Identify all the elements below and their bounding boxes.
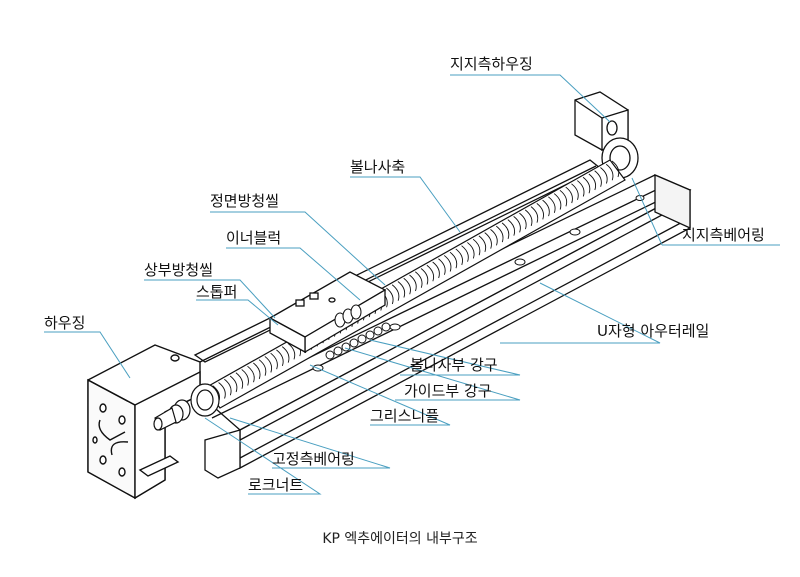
screw-thread xyxy=(553,193,562,210)
screw-thread xyxy=(588,173,597,191)
screw-thread xyxy=(224,378,232,396)
lock-nut-shape xyxy=(153,383,220,431)
label-lock-nut: 로크너트 xyxy=(248,476,304,494)
screw-thread xyxy=(605,163,614,181)
screw-thread xyxy=(241,369,249,386)
label-top-seal: 상부방청씰 xyxy=(144,261,214,279)
screw-thread xyxy=(548,196,556,213)
screw-thread xyxy=(611,160,620,178)
screw-thread xyxy=(513,216,521,233)
screw-thread xyxy=(229,375,238,393)
screw-thread xyxy=(270,352,278,370)
screw-thread xyxy=(484,232,492,249)
screw-thread xyxy=(449,251,458,269)
screw-thread xyxy=(582,176,591,194)
label-support-housing: 지지측하우징 xyxy=(450,55,533,73)
label-stopper: 스톱퍼 xyxy=(196,283,238,301)
screw-thread xyxy=(386,287,394,305)
screw-thread xyxy=(536,202,544,220)
label-guide-steel: 가이드부 강구 xyxy=(404,382,492,400)
screw-thread xyxy=(577,180,585,197)
screw-thread xyxy=(415,271,423,288)
screw-thread xyxy=(507,219,516,236)
screw-thread xyxy=(391,284,400,301)
housing-shape xyxy=(87,344,201,500)
screw-thread xyxy=(455,248,463,266)
screw-thread xyxy=(403,277,411,295)
label-ball-screw-steel: 볼나사부 강구 xyxy=(410,356,498,374)
leader-lines xyxy=(44,74,780,495)
screw-thread xyxy=(264,356,273,373)
label-u-outer-rail: U자형 아우터레일 xyxy=(597,322,710,340)
screw-thread xyxy=(432,261,440,279)
screw-thread xyxy=(542,199,550,217)
label-housing: 하우징 xyxy=(44,314,86,332)
label-inner-block: 이너블럭 xyxy=(226,229,282,247)
screw-thread xyxy=(490,229,498,246)
screw-thread xyxy=(478,235,487,253)
screw-thread xyxy=(276,349,284,367)
screw-thread xyxy=(519,212,527,230)
screw-thread xyxy=(600,167,608,184)
screw-thread xyxy=(501,222,510,240)
screw-thread xyxy=(443,255,452,272)
screw-thread xyxy=(281,346,290,363)
screw-thread xyxy=(253,362,261,380)
screw-thread xyxy=(420,268,429,285)
screw-thread xyxy=(461,245,469,262)
screw-thread xyxy=(409,274,417,292)
screw-thread xyxy=(472,238,481,256)
label-support-bearing: 지지측베어링 xyxy=(682,226,765,244)
screw-thread xyxy=(218,382,226,399)
screw-thread xyxy=(247,365,255,383)
screw-thread xyxy=(258,359,267,376)
screw-thread xyxy=(559,189,568,207)
screw-thread xyxy=(594,170,602,187)
label-fixed-bearing: 고정측베어링 xyxy=(272,450,355,468)
label-grease-nipple: 그리스니플 xyxy=(370,407,440,425)
figure-caption: KP 엑추에이터의 내부구조 xyxy=(322,531,478,547)
label-front-seal: 정면방청씰 xyxy=(210,192,280,210)
guide-balls xyxy=(325,304,391,360)
screw-thread xyxy=(438,258,446,275)
screw-thread xyxy=(467,242,475,259)
screw-thread xyxy=(524,209,533,226)
screw-thread xyxy=(571,183,579,200)
screw-thread xyxy=(496,225,504,243)
screw-thread xyxy=(235,372,244,389)
screw-thread xyxy=(287,343,296,360)
screw-thread xyxy=(530,206,539,223)
label-ball-screw-shaft: 볼나사축 xyxy=(350,158,406,176)
screw-thread xyxy=(565,186,573,204)
screw-thread xyxy=(426,264,435,282)
screw-thread xyxy=(397,281,406,298)
rail-front-end xyxy=(204,429,241,479)
